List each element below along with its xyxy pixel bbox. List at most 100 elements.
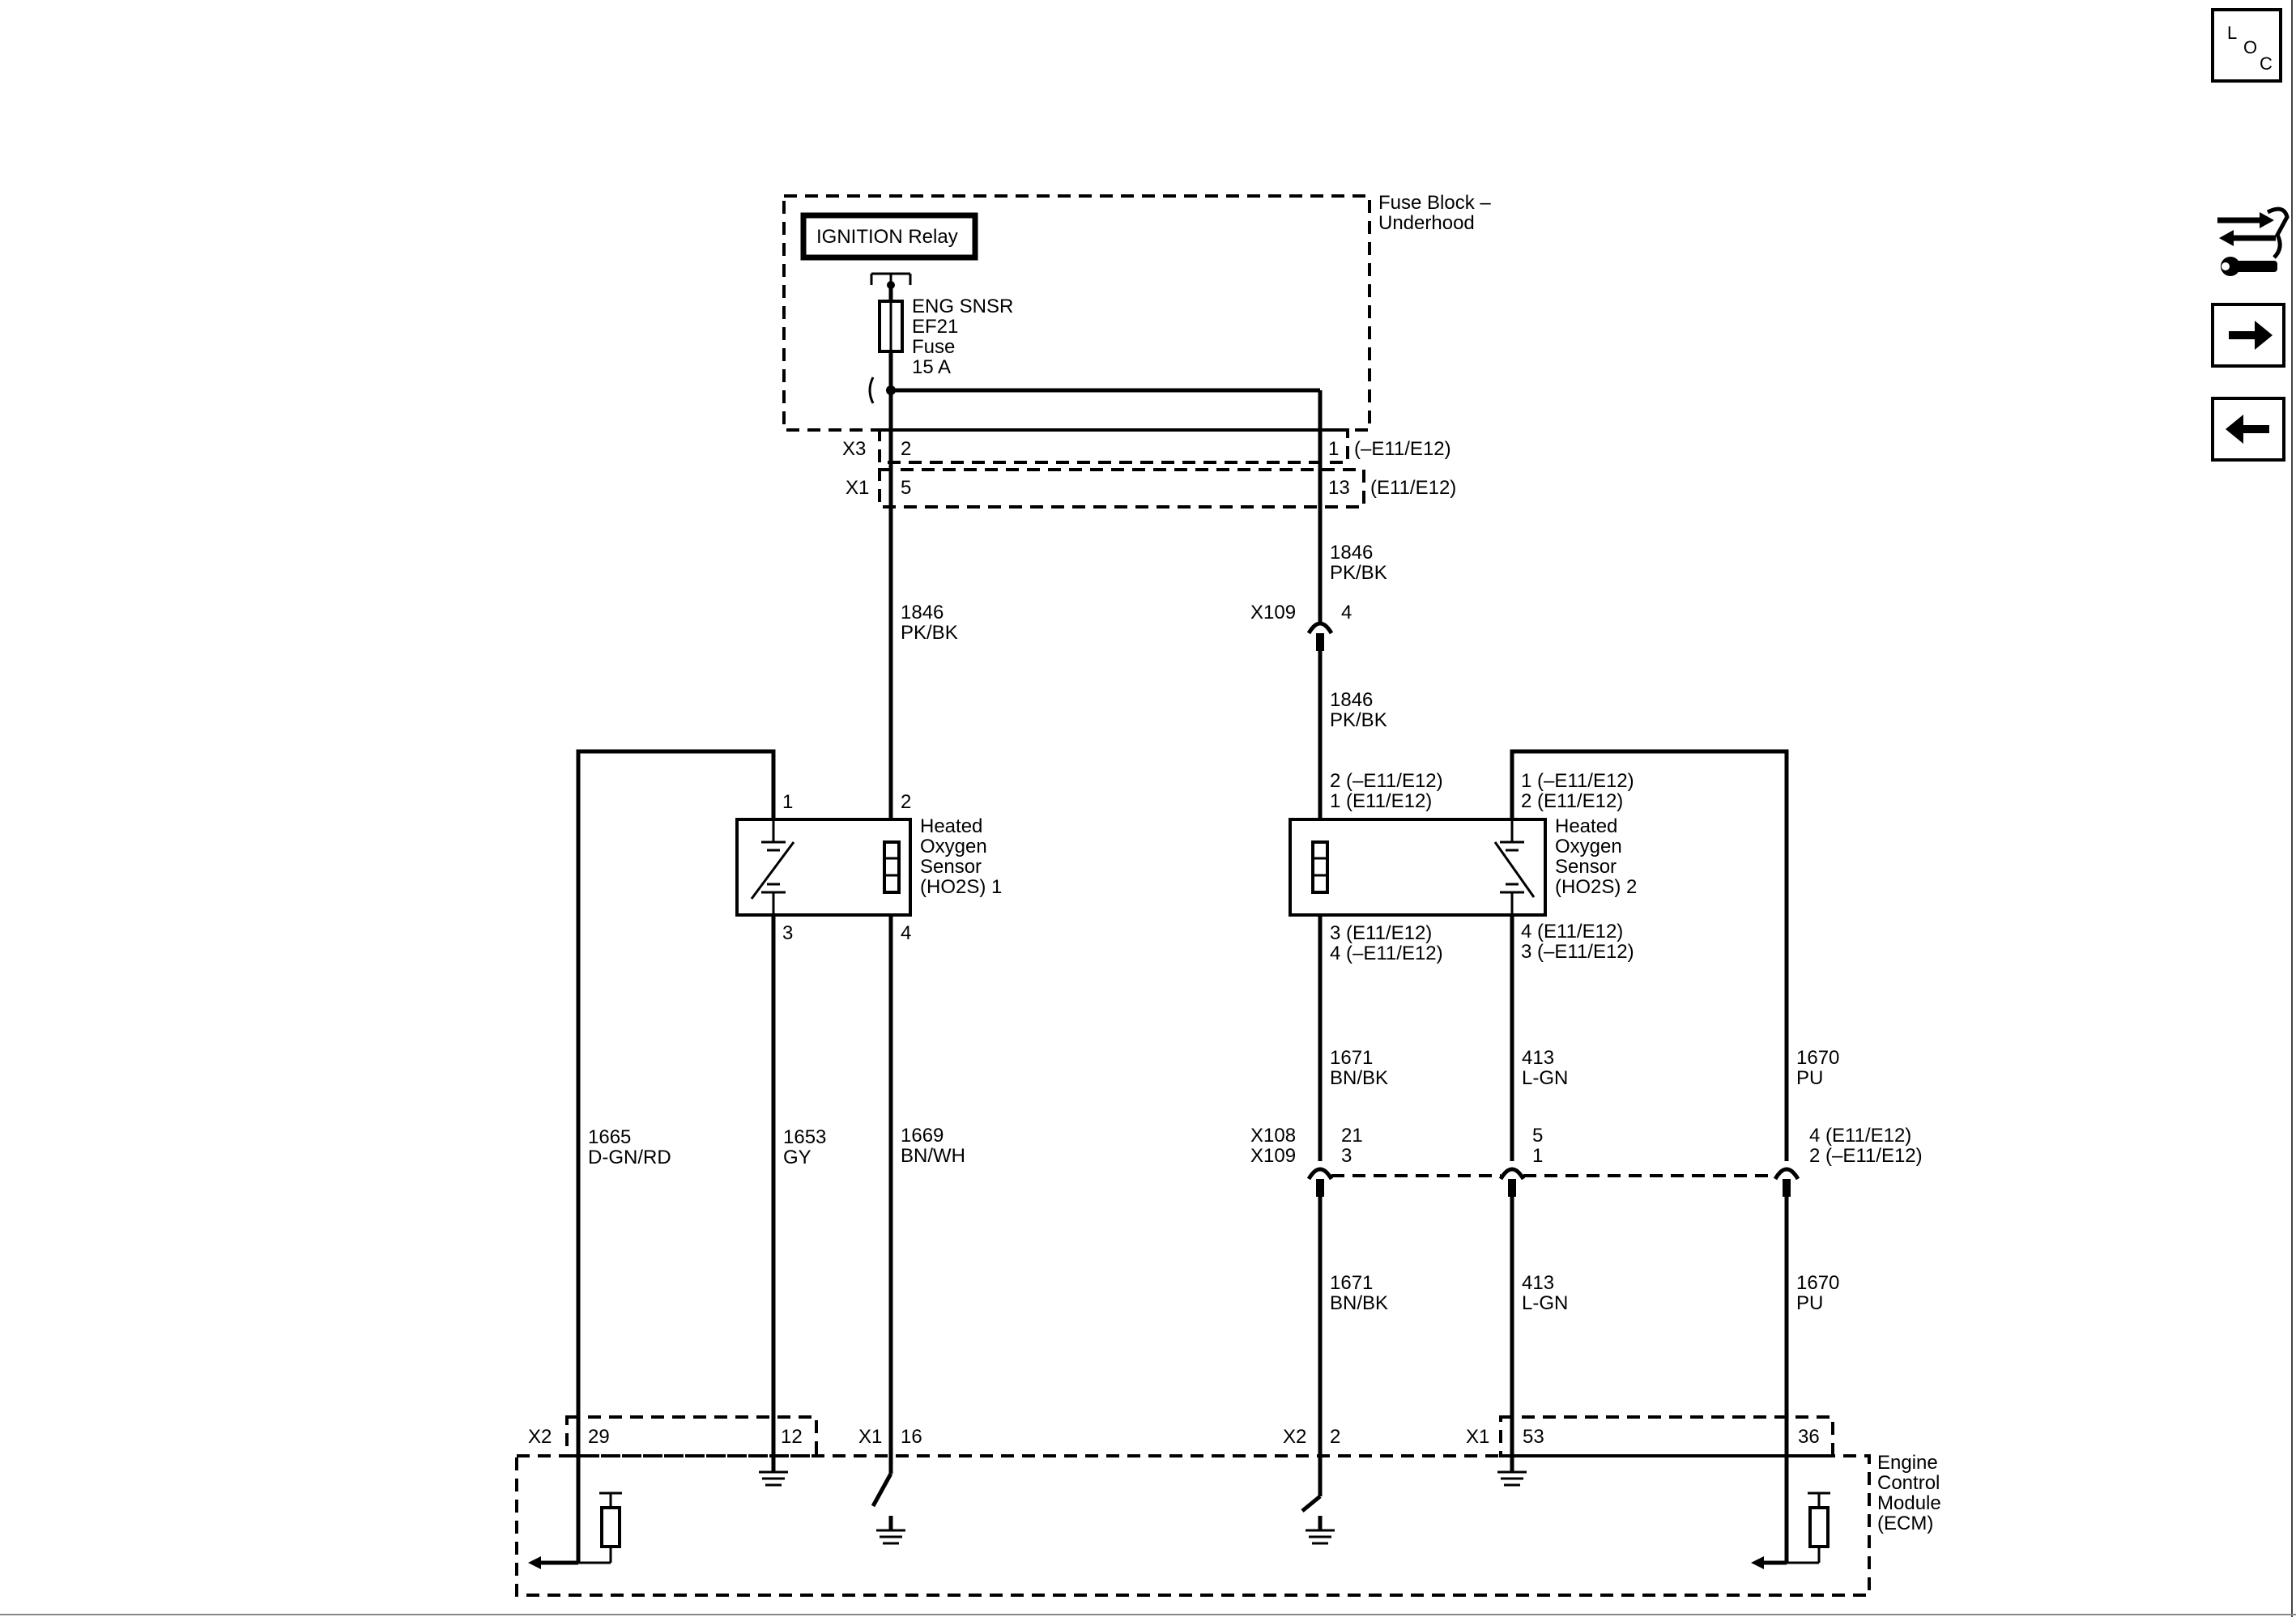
ho2s1-pin-1: 1	[782, 791, 793, 813]
ho2s1-heater-symbol	[883, 840, 901, 894]
fuse-label-1: ENG SNSR	[912, 296, 1013, 317]
x108-pin-b: 5	[1532, 1125, 1543, 1147]
x109-pin-a: 3	[1341, 1145, 1352, 1167]
ecm-x1-right-pin-53: 53	[1523, 1426, 1544, 1448]
x108-pin-a: 21	[1341, 1125, 1363, 1147]
ho2s2-pin-bl-1: 3 (E11/E12)	[1330, 922, 1432, 944]
wire-1665-color: D-GN/RD	[588, 1147, 671, 1168]
wire-1669-color: BN/WH	[901, 1145, 965, 1167]
fuse-block-outline	[782, 194, 1371, 432]
ho2s2-pin-tl-1: 2 (–E11/E12)	[1330, 770, 1443, 792]
ecm-label-4: (ECM)	[1877, 1513, 1933, 1534]
ecm-switch-ground-pin-16	[871, 1472, 905, 1545]
x1-label: X1	[846, 477, 869, 499]
x3-label: X3	[842, 438, 866, 460]
wire-1665-number: 1665	[588, 1126, 631, 1148]
ecm-left-input-circuit	[528, 1491, 622, 1569]
loc-letter-c: C	[2260, 53, 2273, 74]
ho2s1-label-4: (HO2S) 1	[920, 876, 1002, 898]
ho2s1-label-3: Sensor	[920, 856, 982, 878]
ho2s2-pin-br-2: 3 (–E11/E12)	[1521, 941, 1634, 963]
wire-413-lower-number: 413	[1522, 1272, 1554, 1294]
ecm-label-1: Engine	[1877, 1452, 1938, 1474]
fuse-block-connectors: X3 2 1 (–E11/E12) X1 5 13 (E11/E12)	[842, 428, 1456, 509]
ho2s2-pin-tr-1: 1 (–E11/E12)	[1521, 770, 1634, 792]
x109-inline-connector: X109 4	[1250, 602, 1352, 651]
ecm-x2-mid-pin-2: 2	[1330, 1426, 1340, 1448]
ho2s2-body	[1289, 818, 1547, 917]
ecm-ground-pin-12	[759, 1470, 788, 1487]
connector-wrench-icon[interactable]	[2217, 206, 2290, 276]
x108-x109-inline-connector: X108 X109 21 3 5 1 4 (E11/E12) 2 (–E11/E…	[1250, 1125, 1923, 1197]
location-icon[interactable]: L O C	[2211, 8, 2282, 83]
ecm-x2-left-pin-12: 12	[781, 1426, 803, 1448]
ignition-relay-label: IGNITION Relay	[816, 226, 958, 248]
wire-1846-right-number-2: 1846	[1330, 689, 1373, 711]
wire-1846-right-color-2: PK/BK	[1330, 709, 1387, 731]
wire-1670-upper-color: PU	[1796, 1067, 1823, 1089]
ho2s2-label-3: Sensor	[1555, 856, 1617, 878]
ho2s1-body	[735, 818, 912, 917]
x109-mid-label: X109	[1250, 1145, 1296, 1167]
ho2s1-label-2: Oxygen	[920, 836, 987, 857]
ecm-x1-left-pin-16: 16	[901, 1426, 922, 1448]
next-arrow-icon[interactable]	[2211, 303, 2285, 368]
x3-pin-left: 2	[901, 438, 911, 460]
ecm-switch-ground-pin-2	[1301, 1495, 1335, 1545]
ho2s2-pin-br-1: 4 (E11/E12)	[1521, 921, 1623, 943]
x1-pin-left: 5	[901, 477, 911, 499]
x1-pin-right: 13	[1328, 477, 1350, 499]
wire-1670-lower-number: 1670	[1796, 1272, 1839, 1294]
ho2s2-switch-symbol	[1493, 818, 1536, 915]
fuse-label-4: 15 A	[912, 356, 951, 378]
ecm-label-2: Control	[1877, 1472, 1940, 1494]
x1-condition: (E11/E12)	[1370, 477, 1456, 499]
ecm-x2-left-label: X2	[528, 1426, 552, 1448]
ecm-right-input-circuit	[1751, 1491, 1830, 1569]
ecm-outline	[515, 1454, 1871, 1597]
ecm-x1-right-pin-36: 36	[1798, 1426, 1820, 1448]
loc-letter-o: O	[2243, 37, 2257, 57]
loc-letter-l: L	[2227, 23, 2237, 43]
wire-413-upper-number: 413	[1522, 1047, 1554, 1069]
wire-1665	[576, 749, 776, 1563]
fuse-block-label-1: Fuse Block –	[1378, 192, 1491, 214]
heated-oxygen-sensor-2: 2 (–E11/E12) 1 (E11/E12) 1 (–E11/E12) 2 …	[1289, 770, 1637, 964]
ecm-x2-mid-label: X2	[1283, 1426, 1306, 1448]
ho2s2-pin-tl-2: 1 (E11/E12)	[1330, 790, 1432, 812]
ho2s2-pin-bl-2: 4 (–E11/E12)	[1330, 943, 1443, 964]
ho2s1-label-1: Heated	[920, 815, 982, 837]
ho2s2-label-4: (HO2S) 2	[1555, 876, 1637, 898]
previous-arrow-icon[interactable]	[2211, 397, 2285, 462]
ho2s1-pin-2: 2	[901, 791, 911, 813]
ecm-x1-right-label: X1	[1466, 1426, 1489, 1448]
wire-1671-lower-color: BN/BK	[1330, 1292, 1388, 1314]
fuse-block-underhood: Fuse Block – Underhood IGNITION Relay EN…	[782, 192, 1491, 432]
engine-control-module: Engine Control Module (ECM) X2 29 12 X1 …	[515, 1415, 1941, 1597]
wire-413-upper-color: L-GN	[1522, 1067, 1568, 1089]
x109-top-pin: 4	[1341, 602, 1352, 623]
wire-1671-upper-color: BN/BK	[1330, 1067, 1388, 1089]
fuse-block-label-2: Underhood	[1378, 212, 1475, 234]
ho2s1-pin-4: 4	[901, 922, 911, 944]
wire-1846-right-color-1: PK/BK	[1330, 562, 1387, 584]
ho2s2-label-1: Heated	[1555, 815, 1617, 837]
heated-oxygen-sensor-1: 1 2 3 4 Heated Oxygen Sensor (HO2S) 1	[735, 791, 1002, 944]
wire-1846-right-number-1: 1846	[1330, 542, 1373, 564]
x108-label: X108	[1250, 1125, 1296, 1147]
wire-1669-number: 1669	[901, 1125, 944, 1147]
fuse-label-3: Fuse	[912, 336, 955, 358]
x109-top-label: X109	[1250, 602, 1296, 623]
x3-condition: (–E11/E12)	[1354, 438, 1451, 460]
ecm-x1-left-label: X1	[858, 1426, 882, 1448]
wire-1671-upper-number: 1671	[1330, 1047, 1373, 1069]
ho2s2-label-2: Oxygen	[1555, 836, 1622, 857]
wire-413-lower-color: L-GN	[1522, 1292, 1568, 1314]
wire-1670-upper-number: 1670	[1796, 1047, 1839, 1069]
fuse-label-2: EF21	[912, 316, 958, 338]
x3-pin-right: 1	[1328, 438, 1339, 460]
ecm-label-3: Module	[1877, 1492, 1941, 1514]
ignition-relay-box	[800, 212, 978, 261]
wire-1670-upper	[1510, 749, 1789, 1161]
